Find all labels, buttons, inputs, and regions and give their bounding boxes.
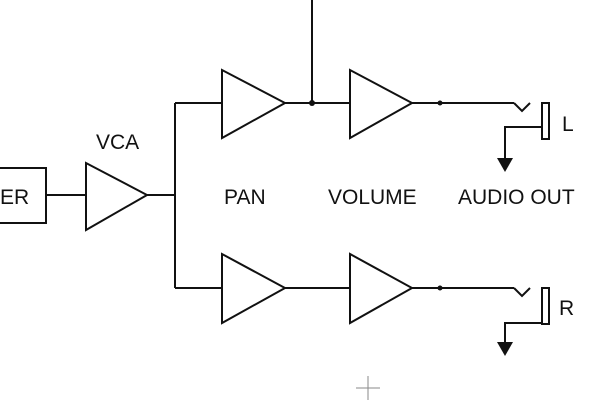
- volume-amplifier-top: [349, 68, 415, 140]
- pan-amplifier-top: [221, 68, 288, 140]
- junction-dot-top-feed: [309, 100, 315, 106]
- partial-block-label: ER: [0, 186, 29, 209]
- right-jack-icon: [497, 287, 550, 356]
- volume-label: VOLUME: [328, 186, 417, 209]
- left-jack-icon: [497, 102, 550, 172]
- vca-amplifier: [85, 161, 150, 232]
- crosshair-cursor-icon: [356, 376, 380, 400]
- pan-label: PAN: [224, 186, 266, 209]
- junction-dot-right: [437, 285, 443, 291]
- pan-amplifier-bottom: [221, 252, 288, 325]
- vca-label: VCA: [96, 131, 139, 154]
- right-channel-label: R: [559, 297, 574, 320]
- left-channel-label: L: [562, 113, 574, 136]
- audio-out-label: AUDIO OUT: [458, 186, 575, 209]
- junction-dot-left: [437, 100, 443, 106]
- volume-amplifier-bottom: [349, 252, 415, 325]
